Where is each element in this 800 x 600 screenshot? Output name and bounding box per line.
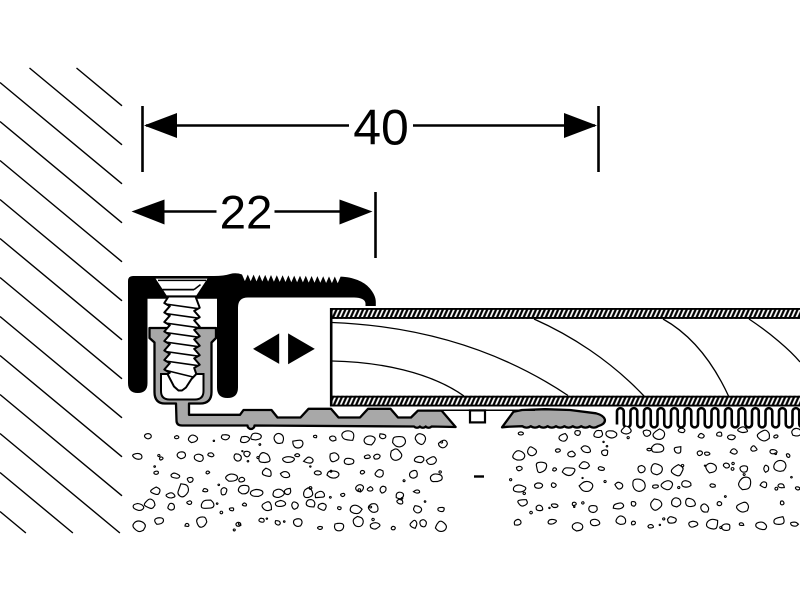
svg-text:22: 22	[220, 187, 273, 240]
svg-text:40: 40	[353, 100, 409, 156]
